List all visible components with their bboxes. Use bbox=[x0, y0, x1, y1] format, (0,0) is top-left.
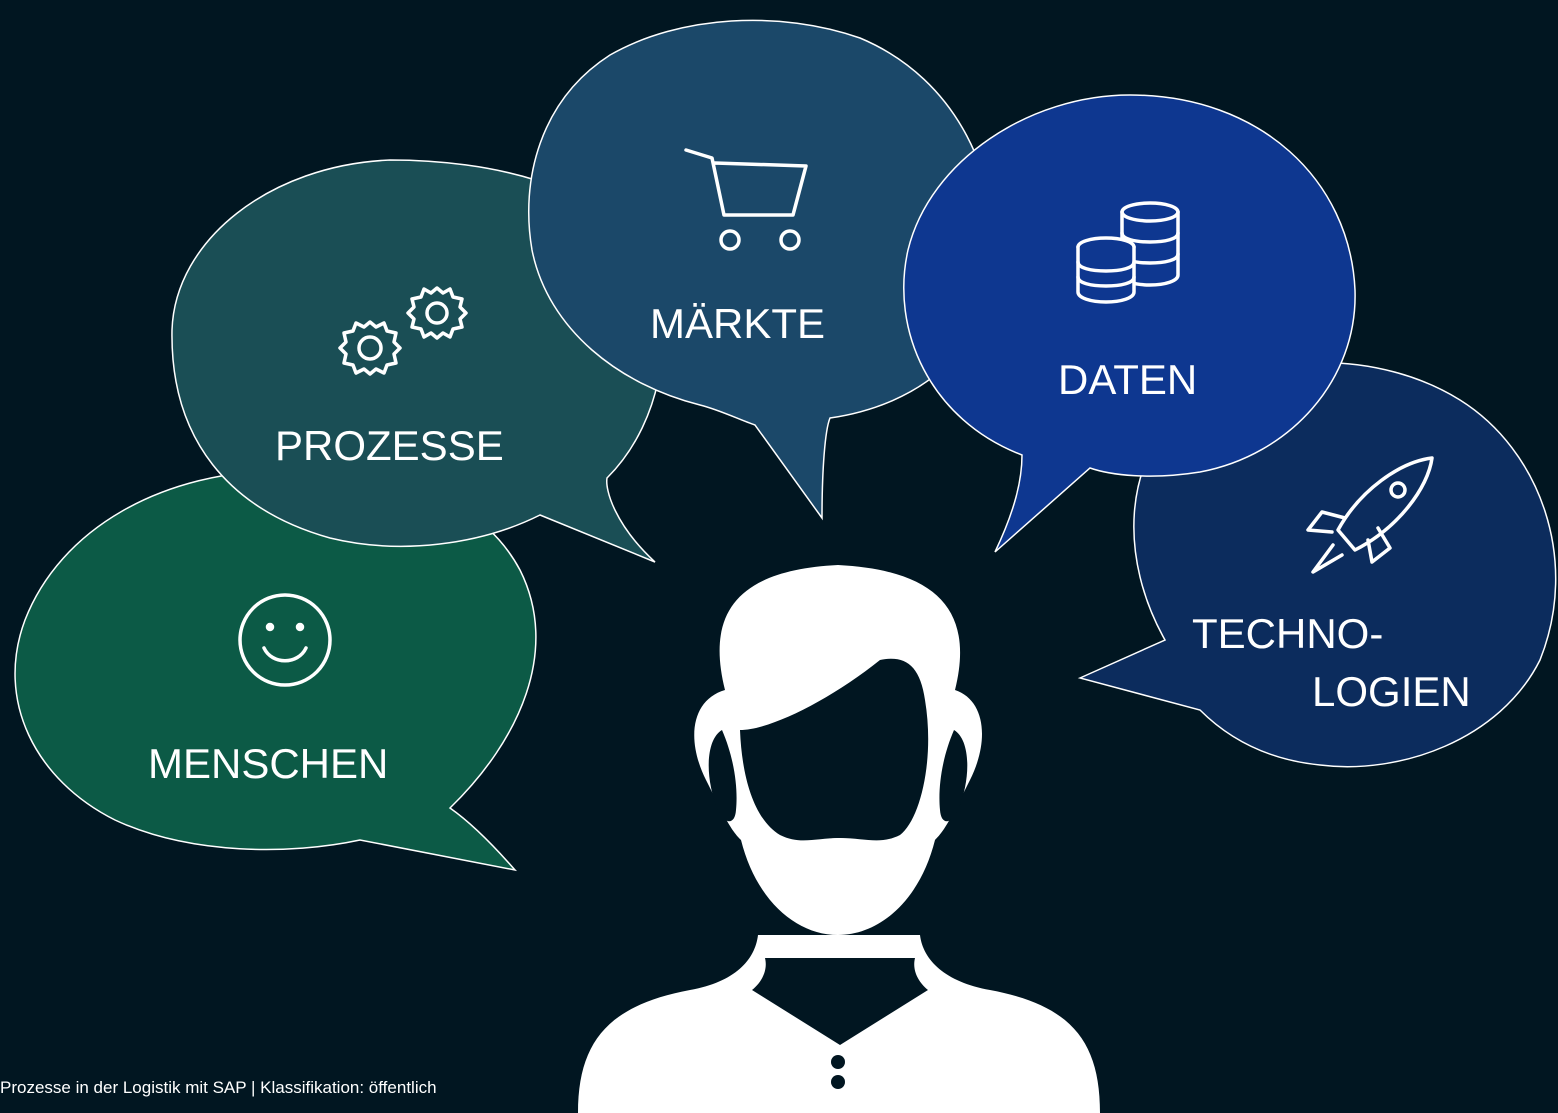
bubble-technologien-label-1: TECHNO- bbox=[1192, 610, 1383, 657]
gears-icon bbox=[338, 286, 468, 376]
bubble-maerkte-label: MÄRKTE bbox=[650, 300, 825, 347]
shirt-button-1 bbox=[831, 1055, 845, 1069]
footer-text: Prozesse in der Logistik mit SAP | Klass… bbox=[0, 1078, 437, 1097]
bubble-maerkte-shape bbox=[527, 19, 997, 521]
person-beard-mouth bbox=[789, 838, 887, 885]
bubble-menschen-label: MENSCHEN bbox=[148, 740, 388, 787]
bubble-daten: DATEN bbox=[903, 94, 1356, 553]
bubble-maerkte: MÄRKTE bbox=[527, 19, 997, 521]
person-face bbox=[740, 658, 929, 841]
person-ear-right bbox=[939, 730, 968, 822]
person-shirt-notch bbox=[752, 958, 928, 1045]
bearded-person-icon bbox=[578, 565, 1100, 1113]
smiley-icon bbox=[238, 593, 332, 687]
bubble-daten-label: DATEN bbox=[1058, 356, 1197, 403]
person-ear-left bbox=[708, 730, 737, 822]
shirt-button-2 bbox=[831, 1075, 845, 1089]
coin-stack-icon bbox=[1076, 201, 1180, 304]
bubble-daten-shape bbox=[903, 94, 1356, 553]
bubble-technologien-label-2: LOGIEN bbox=[1312, 668, 1471, 715]
bubble-prozesse-label: PROZESSE bbox=[275, 422, 504, 469]
rocket-icon bbox=[1306, 456, 1434, 574]
bubble-menschen: MENSCHEN bbox=[14, 469, 537, 872]
shopping-cart-icon bbox=[684, 148, 808, 251]
